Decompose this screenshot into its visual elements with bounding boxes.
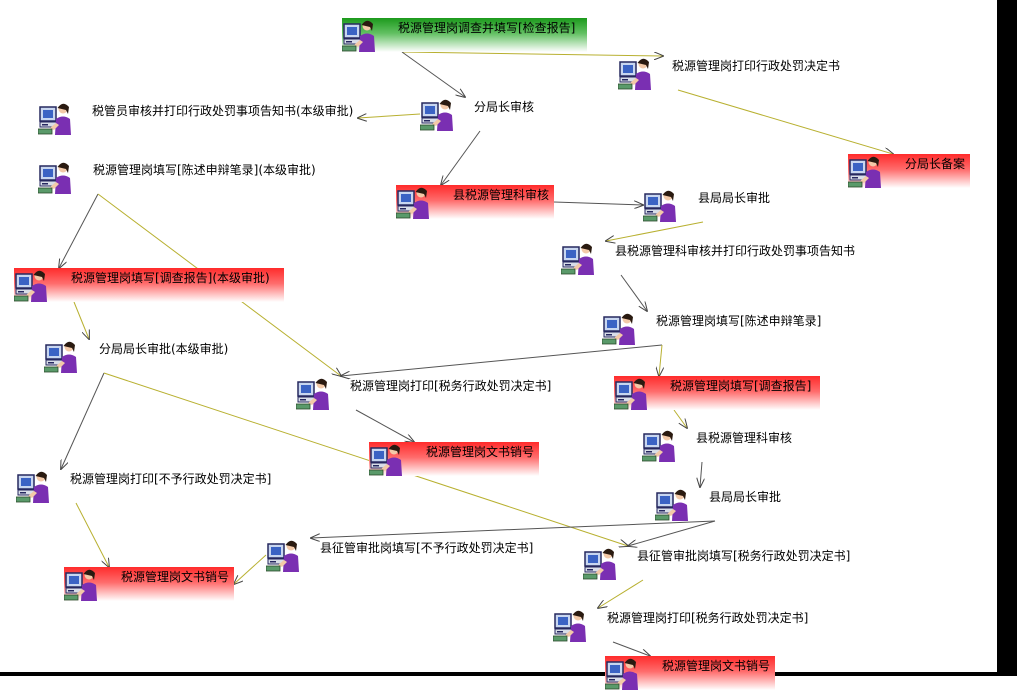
operator-icon [266, 540, 299, 572]
node-label: 县税源管理科审核 [453, 188, 550, 202]
flow-node[interactable]: 税源管理岗文书销号 [605, 656, 775, 690]
edge-n10-n12 [73, 301, 89, 339]
operator-icon [16, 471, 49, 503]
flow-node[interactable]: 税源管理岗文书销号 [64, 567, 234, 601]
node-label: 税管员审核并打印行政处罚事项告知书(本级审批) [92, 104, 354, 118]
edge-n19-n21 [234, 554, 267, 584]
operator-icon [605, 658, 638, 690]
edge-n13-n15 [355, 409, 414, 442]
flow-node[interactable]: 县局局长审批 [643, 188, 773, 222]
flow-node[interactable]: 县局局长审批 [655, 487, 785, 521]
edge-n12-n17 [61, 372, 105, 469]
flow-node[interactable]: 分局长备案 [848, 154, 970, 188]
flow-node[interactable]: 分局长审核 [420, 97, 540, 131]
node-label: 税源管理岗调查并填写[检查报告] [398, 21, 576, 35]
edge-n3-n4 [358, 114, 421, 118]
node-label: 县征管审批岗填写[不予行政处罚决定书] [320, 541, 534, 555]
node-label: 县税源管理科审核并打印行政处罚事项告知书 [615, 244, 856, 258]
edge-n14-n16 [673, 409, 687, 428]
operator-icon [14, 270, 47, 302]
node-banner [614, 376, 820, 410]
flow-node[interactable]: 县税源管理科审核 [396, 185, 554, 219]
edge-n7-n8 [553, 202, 643, 205]
node-label: 税源管理岗文书销号 [426, 445, 535, 459]
edge-n2-n5 [677, 89, 893, 154]
operator-icon [38, 162, 71, 194]
node-label: 税源管理岗打印[税务行政处罚决定书] [607, 611, 809, 625]
operator-icon [602, 313, 635, 345]
edge-n18-n20 [628, 520, 716, 546]
node-label: 税源管理岗填写[调查报告](本级审批) [71, 271, 270, 285]
flow-node[interactable]: 税源管理岗打印[不予行政处罚决定书] [16, 469, 281, 503]
edge-n11-n13 [341, 344, 663, 376]
operator-icon [342, 20, 375, 52]
edge-n12-n20 [103, 372, 628, 546]
edge-n17-n21 [75, 502, 109, 567]
operator-icon [420, 99, 453, 131]
flow-node[interactable]: 税源管理岗调查并填写[检查报告] [342, 18, 587, 52]
node-label: 县征管审批岗填写[税务行政处罚决定书] [637, 549, 851, 563]
edge-n18-n19 [311, 520, 716, 538]
flow-node[interactable]: 税源管理岗打印[税务行政处罚决定书] [553, 608, 818, 642]
node-label: 税源管理岗打印[不予行政处罚决定书] [70, 472, 272, 486]
flow-node[interactable]: 税源管理岗打印行政处罚决定书 [618, 56, 848, 90]
node-label: 税源管理岗文书销号 [662, 659, 771, 673]
flow-node[interactable]: 县征管审批岗填写[税务行政处罚决定书] [583, 546, 858, 580]
flow-node[interactable]: 税管员审核并打印行政处罚事项告知书(本级审批) [38, 101, 358, 135]
node-label: 税源管理岗填写[调查报告] [670, 379, 812, 393]
node-label: 税源管理岗文书销号 [121, 570, 230, 584]
node-label: 县局局长审批 [709, 490, 782, 504]
flow-edges [0, 51, 1017, 676]
operator-icon [848, 156, 881, 188]
operator-icon [64, 569, 97, 601]
edge-n9-n11 [620, 274, 647, 311]
node-label: 分局长审核 [474, 100, 535, 114]
flow-node[interactable]: 税源管理岗填写[陈述申辩笔录] [602, 311, 832, 345]
edge-n16-n18 [700, 461, 702, 487]
edge-n1-n3 [401, 51, 465, 97]
edge-n8-n9 [606, 221, 704, 241]
flow-node[interactable]: 税源管理岗填写[陈述申辩笔录](本级审批) [38, 160, 328, 194]
node-banner [14, 268, 284, 302]
operator-icon [369, 444, 402, 476]
node-label: 税源管理岗填写[陈述申辩笔录] [656, 314, 822, 328]
operator-icon [296, 378, 329, 410]
flow-node[interactable]: 税源管理岗填写[调查报告] [614, 376, 820, 410]
operator-icon [561, 243, 594, 275]
edge-n3-n7 [441, 130, 481, 185]
edge-n22-n23 [612, 641, 650, 656]
node-label: 分局长备案 [905, 157, 966, 171]
operator-icon [618, 58, 651, 90]
edge-n1-n2 [401, 51, 663, 56]
node-label: 税源管理岗打印行政处罚决定书 [672, 59, 841, 73]
operator-icon [614, 378, 647, 410]
flow-node[interactable]: 税源管理岗填写[调查报告](本级审批) [14, 268, 284, 302]
operator-icon [396, 187, 429, 219]
bottom-border-bar [0, 672, 1017, 676]
operator-icon [655, 489, 688, 521]
operator-icon [553, 610, 586, 642]
edge-n11-n14 [659, 344, 662, 376]
node-label: 税源管理岗填写[陈述申辩笔录](本级审批) [93, 163, 316, 177]
flow-node[interactable]: 县征管审批岗填写[不予行政处罚决定书] [266, 538, 541, 572]
node-label: 县税源管理科审核 [696, 431, 793, 445]
flow-node[interactable]: 县税源管理科审核并打印行政处罚事项告知书 [561, 241, 861, 275]
flow-node[interactable]: 县税源管理科审核 [642, 428, 802, 462]
edge-n6-n10 [59, 193, 99, 268]
flow-node[interactable]: 分局局长审批(本级审批) [44, 339, 244, 373]
operator-icon [643, 190, 676, 222]
flow-node[interactable]: 税源管理岗文书销号 [369, 442, 539, 476]
node-label: 分局局长审批(本级审批) [99, 342, 229, 356]
right-border-bar [997, 0, 1017, 676]
node-banner [342, 18, 587, 52]
operator-icon [583, 548, 616, 580]
flow-node[interactable]: 税源管理岗打印[税务行政处罚决定书] [296, 376, 561, 410]
operator-icon [44, 341, 77, 373]
operator-icon [642, 430, 675, 462]
edge-n20-n22 [598, 579, 644, 608]
node-label: 税源管理岗打印[税务行政处罚决定书] [350, 379, 552, 393]
node-label: 县局局长审批 [698, 191, 771, 205]
operator-icon [38, 103, 71, 135]
